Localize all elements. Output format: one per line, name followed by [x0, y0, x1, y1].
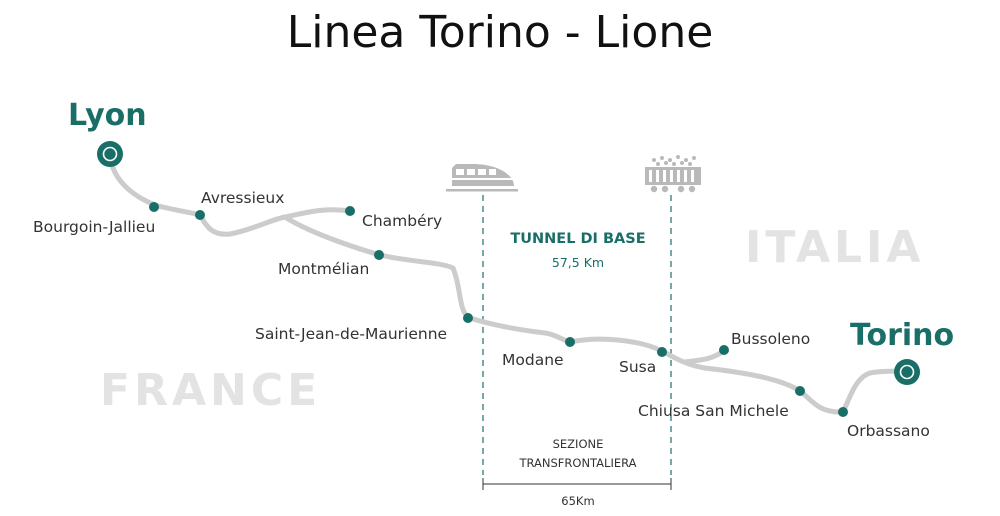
station-dot-saint-jean	[463, 313, 473, 323]
high-speed-train-icon	[446, 164, 518, 192]
section-label-line1: SEZIONE	[553, 437, 604, 451]
station-label-modane: Modane	[502, 351, 564, 369]
rail-branch-bussoleno	[682, 347, 728, 365]
city-label-torino: Torino	[850, 318, 954, 353]
section-length-bracket	[482, 478, 672, 490]
station-label-saint-jean: Saint-Jean-de-Maurienne	[255, 325, 447, 343]
rail-line	[107, 152, 353, 237]
station-dot-bussoleno	[719, 345, 729, 355]
station-label-bourgoin: Bourgoin-Jallieu	[33, 218, 155, 236]
torino-marker	[894, 359, 920, 385]
station-label-susa: Susa	[619, 358, 656, 376]
station-dot-avressieux	[195, 210, 205, 220]
station-dot-bourgoin	[149, 202, 159, 212]
station-label-orbassano: Orbassano	[847, 422, 930, 440]
station-label-montmelian: Montmélian	[278, 260, 369, 278]
section-length: 65Km	[561, 494, 594, 508]
station-label-bussoleno: Bussoleno	[731, 330, 810, 348]
station-dot-modane	[565, 337, 575, 347]
station-dot-chiusa	[795, 386, 805, 396]
country-label-france: FRANCE	[100, 365, 321, 416]
station-dot-montmelian	[374, 250, 384, 260]
city-label-lyon: Lyon	[68, 98, 147, 133]
lyon-marker	[97, 141, 123, 167]
station-dot-orbassano	[838, 407, 848, 417]
station-dot-chambery	[345, 206, 355, 216]
section-label-line2: TRANSFRONTALIERA	[518, 456, 636, 470]
freight-wagon-icon	[645, 155, 701, 193]
station-label-chambery: Chambéry	[362, 212, 442, 230]
station-label-avressieux: Avressieux	[201, 189, 284, 207]
tunnel-length: 57,5 Km	[552, 255, 604, 270]
tunnel-title: TUNNEL DI BASE	[510, 231, 645, 247]
map-title: Linea Torino - Lione	[287, 7, 714, 58]
station-label-chiusa: Chiusa San Michele	[638, 402, 789, 420]
country-label-italia: ITALIA	[745, 222, 924, 273]
station-dot-susa	[657, 347, 667, 357]
